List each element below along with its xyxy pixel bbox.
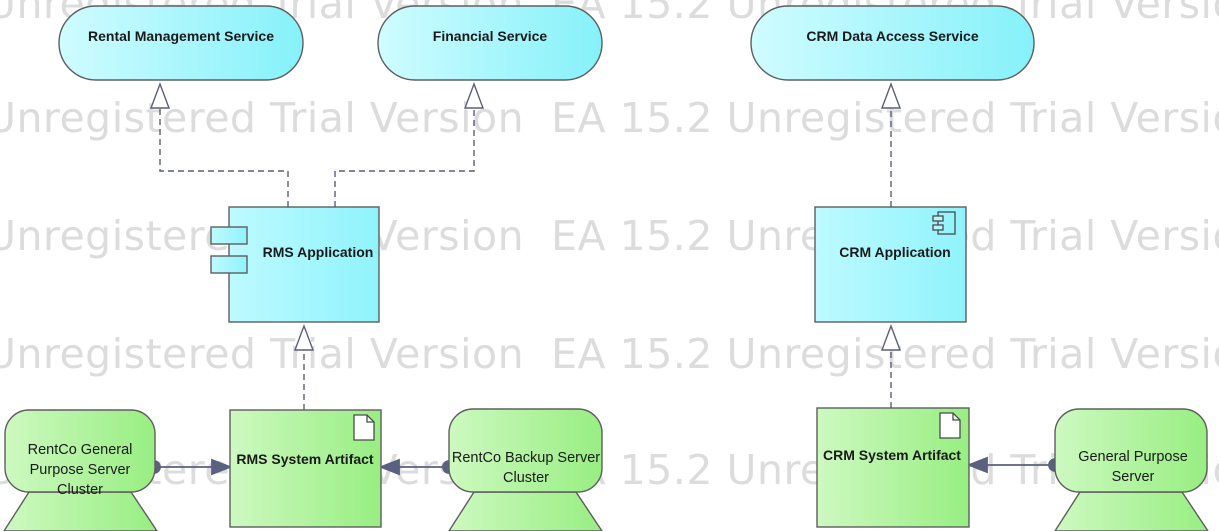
- service-crm-data-access[interactable]: [750, 5, 1035, 81]
- component-rms-application[interactable]: [228, 206, 380, 323]
- document-icon: [353, 414, 375, 441]
- node-rentco-backup-label: RentCo Backup Server Cluster: [451, 450, 601, 486]
- node-general-purpose[interactable]: [1054, 408, 1209, 531]
- component-icon: [210, 226, 248, 274]
- arrowhead: [149, 82, 171, 109]
- service-rental-label: Rental Management Service: [88, 28, 274, 44]
- arrowhead: [378, 458, 400, 476]
- arrowhead: [211, 458, 233, 476]
- arrowhead: [293, 324, 315, 351]
- component-rms-label: RMS Application: [262, 244, 374, 260]
- arrowhead: [463, 82, 485, 109]
- artifact-crm-label: CRM System Artifact: [823, 447, 961, 463]
- node-rentco-general[interactable]: [3, 409, 158, 531]
- artifact-rms-label: RMS System Artifact: [236, 451, 374, 467]
- node-rentco-backup[interactable]: [448, 408, 603, 531]
- realization-rms-to-financial[interactable]: [334, 108, 475, 207]
- component-icon: [932, 211, 956, 235]
- service-financial[interactable]: [377, 5, 603, 81]
- node-general-purpose-label: General Purpose Server: [1078, 449, 1188, 485]
- arrowhead: [880, 82, 902, 109]
- service-crm-data-access-label: CRM Data Access Service: [806, 28, 979, 44]
- service-financial-label: Financial Service: [432, 28, 548, 44]
- arrowhead: [966, 456, 988, 474]
- document-icon: [939, 412, 961, 439]
- service-rental-management[interactable]: [58, 5, 304, 81]
- realization-rms-to-rental[interactable]: [159, 108, 289, 207]
- component-crm-label: CRM Application: [839, 244, 951, 260]
- node-rentco-general-label: RentCo General Purpose Server Cluster: [27, 442, 133, 498]
- arrowhead: [880, 324, 902, 351]
